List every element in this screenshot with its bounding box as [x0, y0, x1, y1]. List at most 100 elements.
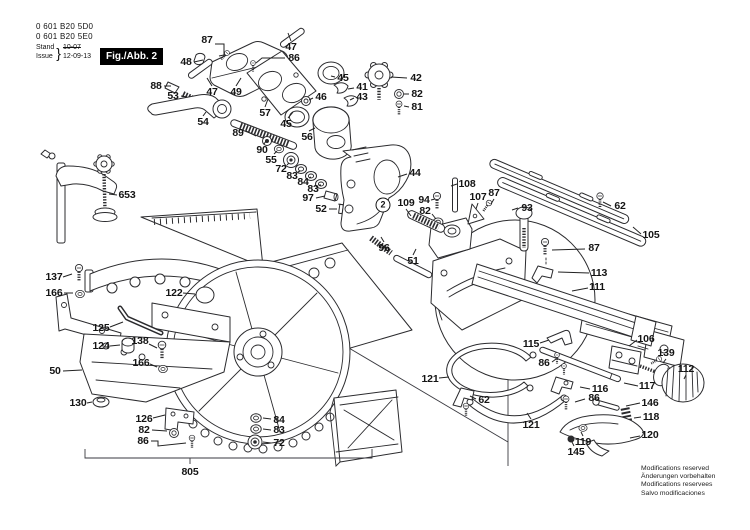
part-label-89: 89: [232, 127, 244, 139]
leader-line-72: [262, 441, 272, 444]
part-label-46: 46: [315, 91, 327, 103]
bolt-89-drawing: [230, 119, 298, 150]
nut-46-drawing: [301, 96, 311, 106]
leader-line-126: [152, 414, 166, 419]
lever-120-drawing: [559, 414, 644, 457]
leader-line-89: [245, 130, 257, 137]
leader-line-42: [390, 76, 408, 79]
part-label-90: 90: [256, 144, 268, 156]
scale-arc-drawing: [84, 258, 237, 294]
part-label-86: 86: [137, 435, 149, 447]
part-label-51: 51: [407, 255, 419, 267]
part-label-83: 83: [307, 183, 319, 195]
part-label-87: 87: [201, 34, 213, 46]
leader-line-44: [397, 173, 408, 178]
leader-line-51: [412, 248, 417, 256]
part-label-83: 83: [286, 170, 298, 182]
part-label-45: 45: [337, 72, 349, 84]
leader-line-166: [149, 363, 158, 368]
lever-54-drawing: [147, 94, 232, 119]
leader-line-122: [182, 292, 196, 295]
pin-47a-drawing: [279, 27, 305, 48]
clamp-653-drawing: [40, 149, 118, 244]
part-label-115: 115: [522, 338, 540, 350]
part-label-93: 93: [521, 202, 533, 214]
part-label-54: 54: [197, 116, 209, 128]
leader-line-106: [628, 339, 638, 347]
cap-122-drawing: [195, 286, 215, 304]
chute-drawing: [329, 389, 403, 467]
part-label-44: 44: [409, 167, 421, 179]
leader-line-57: [264, 98, 269, 108]
leader-line-93: [511, 207, 519, 211]
date-new: 12-09-13: [62, 52, 92, 60]
part-label-84: 84: [297, 176, 309, 188]
leader-line-53: [180, 95, 188, 98]
knob-42-drawing: [364, 62, 394, 100]
leader-line-115: [539, 339, 550, 344]
pin-109-drawing: [407, 210, 446, 233]
part-label-72: 72: [275, 163, 287, 175]
fence-drawing: [471, 263, 657, 350]
detail-marker-2: 2: [375, 197, 391, 213]
nut-124-drawing: [121, 337, 135, 354]
detent-teeth: [188, 412, 335, 454]
bearing-72-drawing: [283, 152, 299, 168]
screw-87-fence: [539, 236, 551, 267]
leader-line-116: [579, 386, 591, 390]
base-bracket-drawing: [79, 302, 231, 403]
part-label-50: 50: [49, 365, 61, 377]
part-label-106: 106: [637, 333, 655, 345]
rubber-foot-drawing: [92, 396, 110, 408]
part-label-119: 119: [574, 436, 592, 448]
leader-line-62: [469, 395, 477, 400]
part-label-84: 84: [273, 414, 285, 426]
allen-key-drawing: [117, 305, 164, 336]
part-label-112: 112: [677, 363, 695, 375]
leader-line-146: [625, 402, 641, 407]
leader-line-72: [286, 162, 290, 166]
leader-line-107: [475, 202, 479, 210]
leader-line-47: [287, 32, 292, 42]
pin-51-drawing: [393, 254, 433, 279]
pin-47b-drawing: [187, 58, 213, 79]
leader-line-84: [262, 417, 272, 420]
part-label-653: 653: [118, 189, 136, 201]
part-label-86: 86: [538, 357, 550, 369]
leader-line-97: [315, 195, 326, 199]
clip-41-drawing: [333, 82, 349, 94]
part-label-47: 47: [206, 86, 218, 98]
leader-line-87: [215, 43, 225, 57]
leader-line-120: [629, 435, 641, 439]
part-label-118: 118: [642, 411, 660, 423]
leader-line-49: [235, 77, 242, 87]
part-label-94: 94: [418, 194, 430, 206]
part-label-56: 56: [301, 131, 313, 143]
leader-line-87: [490, 198, 495, 205]
part-label-87: 87: [488, 187, 500, 199]
part-label-41: 41: [356, 81, 368, 93]
part-label-87: 87: [588, 242, 600, 254]
type-number-2: 0 601 B20 5E0: [36, 31, 93, 41]
part-label-88: 88: [150, 80, 162, 92]
leader-line-108: [450, 183, 458, 187]
locknut-72-drawing: [247, 434, 263, 450]
part-label-82: 82: [411, 88, 423, 100]
leader-line-96: [380, 236, 385, 243]
leader-line-653: [108, 193, 118, 196]
spring-96-drawing: [369, 235, 393, 256]
leader-line-83: [262, 428, 272, 431]
stand-label: Stand: [36, 44, 55, 51]
clip-43-drawing: [343, 95, 359, 107]
part-label-48: 48: [180, 56, 192, 68]
leader-line-62: [602, 201, 612, 207]
part-label-82: 82: [419, 205, 431, 217]
footer-notes: Modifications reserved Änderungen vorbeh…: [641, 465, 715, 498]
footer-line-en: Modifications reserved: [641, 465, 709, 472]
ball-145-drawing: [567, 435, 575, 443]
part-label-97: 97: [302, 192, 314, 204]
leader-line-113: [557, 271, 590, 274]
leader-line-86: [255, 57, 285, 64]
lever-115-drawing: [546, 329, 573, 346]
leader-line-82: [151, 429, 168, 432]
